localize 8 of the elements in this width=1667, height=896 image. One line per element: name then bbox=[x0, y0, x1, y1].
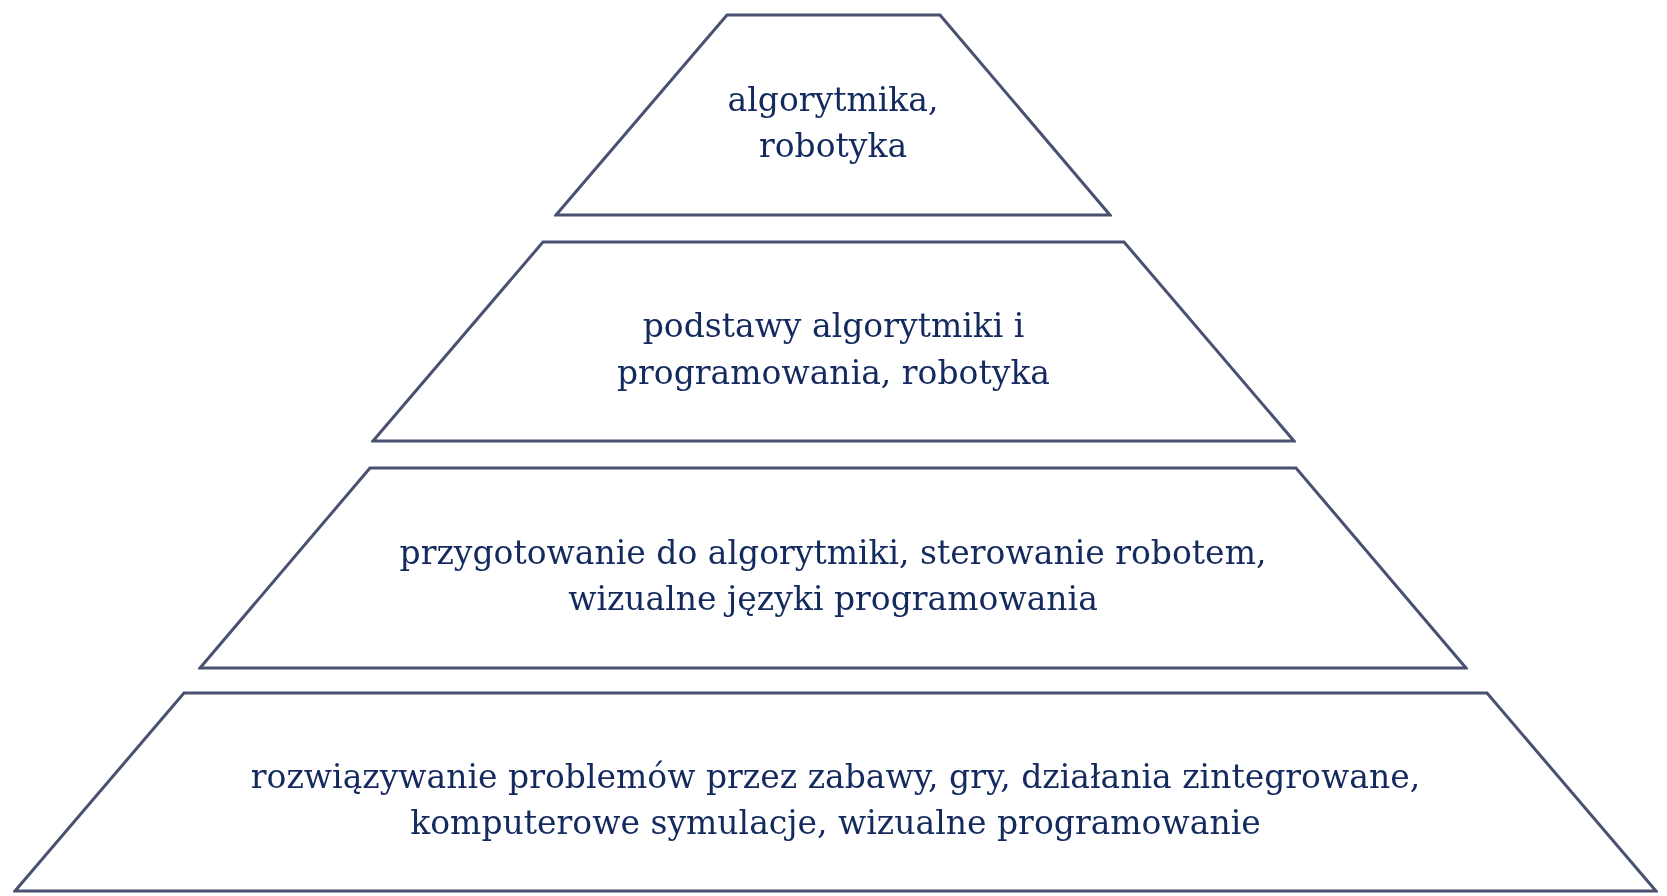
pyramid-level bbox=[371, 240, 1296, 443]
level-text: rozwiązywanie problemów przez zabawy, gry, działania zintegrowane, komputerowe symulacje, wizualne programowanie bbox=[249, 755, 1422, 844]
level-text: algorytmika, robotyka bbox=[726, 78, 940, 167]
level-text: przygotowanie do algorytmiki, sterowanie robotem, wizualne języki programowania bbox=[398, 531, 1268, 620]
level-text: podstawy algorytmiki i programowania, robotyka bbox=[615, 305, 1052, 394]
pyramid-level bbox=[554, 13, 1112, 217]
pyramid-level bbox=[13, 691, 1658, 893]
pyramid-level bbox=[198, 466, 1468, 670]
